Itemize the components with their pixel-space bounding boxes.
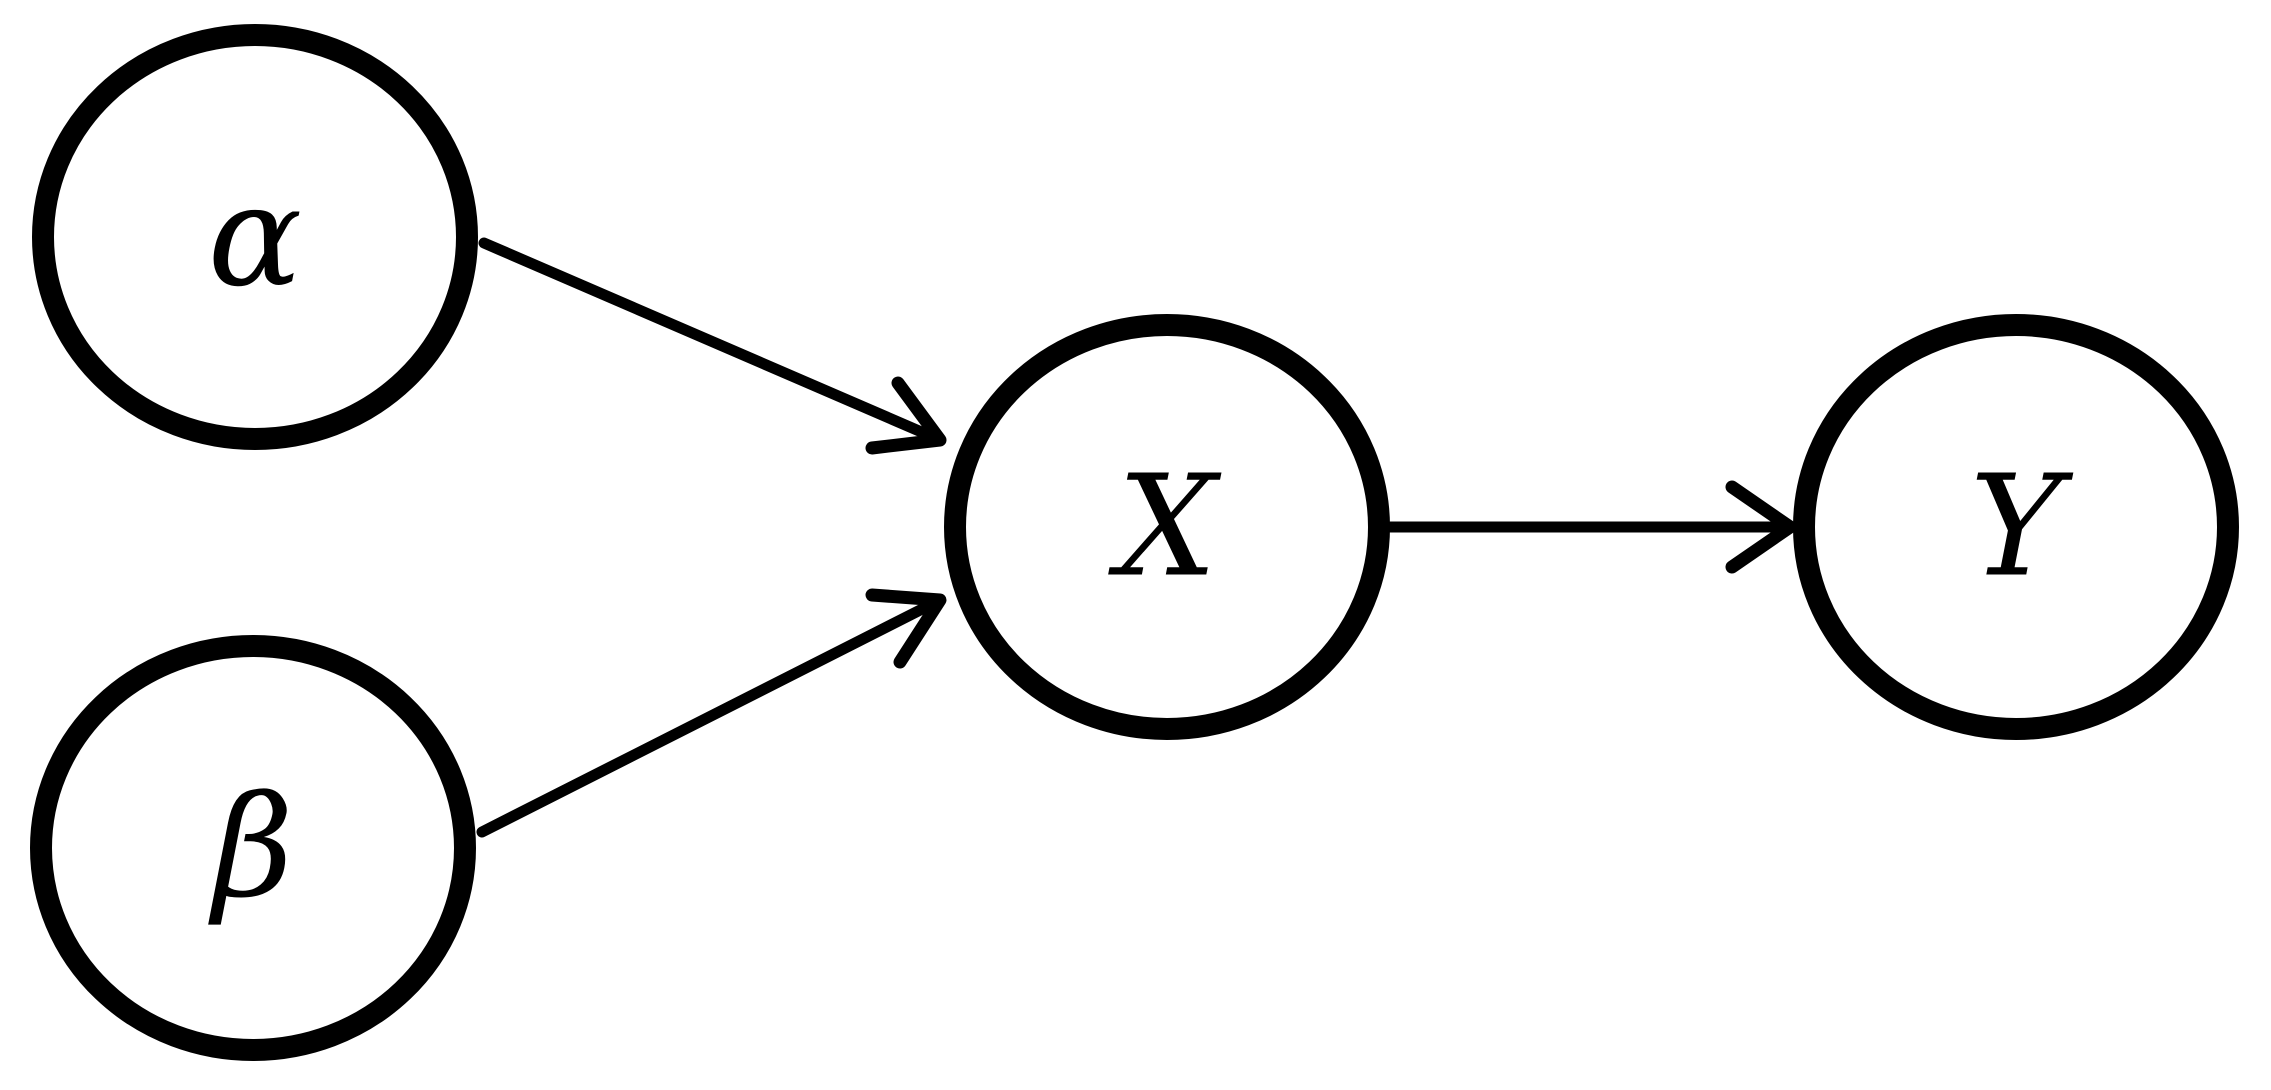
node-x-label: X [1107,446,1222,609]
node-beta-label: β [208,767,294,930]
node-y-label: Y [1970,446,2074,609]
node-y: Y [1793,314,2239,740]
edge-beta-to-x [476,588,947,838]
edge-x-to-y [1384,480,1797,574]
edge-alpha-to-x [478,237,947,455]
node-x: X [944,314,1390,740]
node-alpha: α [32,24,478,450]
node-beta: β [30,635,476,1061]
node-alpha-label: α [208,156,303,319]
